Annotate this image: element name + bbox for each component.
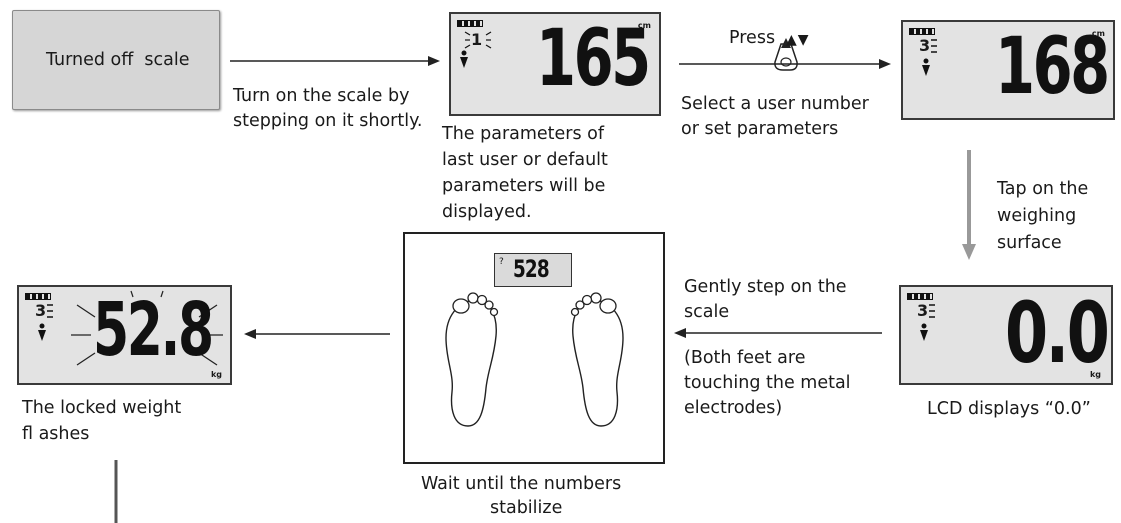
user-number: 1 [471,30,483,49]
turned-off-scale-label: Turned off scale [46,50,190,70]
continuation-line [114,460,118,523]
arrow-to-step4 [679,59,891,69]
unit-kg: kg [210,370,222,379]
lcd-display-step4: 3 168 cm [901,20,1115,120]
wait-caption-1: Wait until the numbers [421,474,622,494]
blink-rays-icon [464,31,492,49]
wait-caption-2: stabilize [490,498,563,518]
person-icon [922,58,930,76]
unit-cm: cm [1091,29,1105,38]
right-foot-icon [570,292,624,427]
tap-caption-2: weighing [997,206,1077,226]
lcd-value-step9: 52.8 [93,287,214,373]
battery-icon [909,28,935,35]
lcd-value-step6: 0.0 [1005,284,1110,382]
battery-icon [907,293,933,300]
user-indicator-icon [929,304,935,318]
person-icon [38,323,46,341]
step-on-caption-1: Gently step on the [684,277,847,297]
arrow-down-to-step6 [962,150,976,260]
person-icon [920,323,928,341]
parameters-caption-2: last user or default [442,150,608,170]
arrow-to-step8 [674,328,882,338]
arrow-to-step9 [244,329,390,339]
feet-note-3: electrodes) [684,398,783,418]
unit-cm: cm [637,21,651,30]
battery-icon [457,20,483,27]
tap-caption-1: Tap on the [997,179,1089,199]
arrow-to-step2 [230,56,440,66]
lcd-display-step2: 1 165 cm [449,12,661,116]
flash-rays-icon [71,290,223,366]
battery-icon [25,293,51,300]
user-number: 3 [919,36,931,55]
step-on-caption-2: scale [684,302,730,322]
user-number: 3 [35,301,47,320]
lcd-display-step9: 3 52.8 kg [17,285,232,385]
parameters-caption-4: displayed. [442,202,532,222]
locked-weight-caption-1: The locked weight [22,398,182,418]
select-user-caption-1: Select a user number [681,94,869,114]
parameters-caption-3: parameters will be [442,176,606,196]
user-indicator-icon [931,39,937,53]
press-label: Press [729,28,776,48]
lcd-display-step6: 3 0.0 kg [899,285,1113,385]
tap-caption-3: surface [997,233,1062,253]
feet-note-2: touching the metal [684,373,851,393]
locked-weight-caption-2: fl ashes [22,424,90,444]
feet-note-1: (Both feet are [684,348,806,368]
user-number: 3 [917,301,929,320]
turn-on-caption-2: stepping on it shortly. [233,111,423,131]
lcd-value-step4: 168 [995,22,1110,112]
lcd-zero-caption: LCD displays “0.0” [927,399,1091,419]
unit-kg: kg [1089,370,1101,379]
lcd-value-step2: 165 [536,14,651,104]
turned-off-scale-box [12,10,220,110]
left-foot-icon [445,292,499,427]
user-indicator-icon [47,304,53,318]
mini-lcd: ? 528 [494,253,572,287]
person-icon [460,50,468,68]
select-user-caption-2: or set parameters [681,119,839,139]
mini-lcd-user: ? [499,257,504,267]
up-down-arrows-icon: ▲▼ [786,32,810,48]
turn-on-caption-1: Turn on the scale by [233,86,410,106]
parameters-caption-1: The parameters of [442,124,605,144]
mini-lcd-value: 528 [513,255,550,283]
